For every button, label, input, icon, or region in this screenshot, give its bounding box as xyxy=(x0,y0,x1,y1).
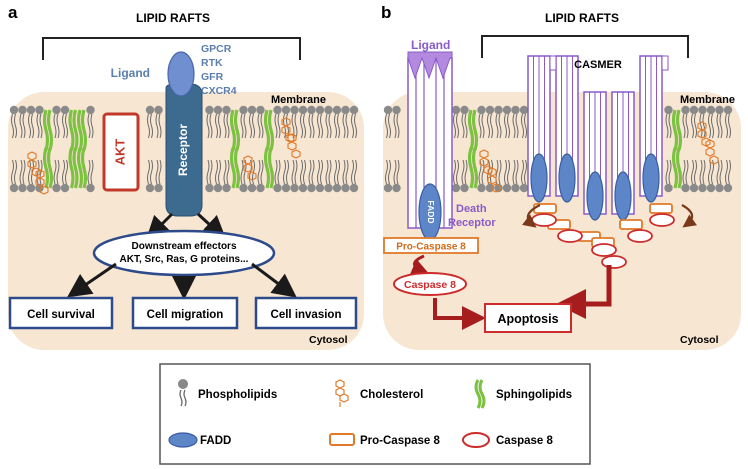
caspase-casmer xyxy=(557,229,583,243)
pro-caspase-casmer xyxy=(619,219,643,230)
panel-b-membrane xyxy=(383,105,733,193)
panel-b-cytosol-label: Cytosol xyxy=(680,334,719,346)
akt-label: AKT xyxy=(112,139,127,166)
panel-a-membrane-label: Membrane xyxy=(271,94,326,106)
arrow-to-invasion xyxy=(251,262,297,298)
caspase-casmer xyxy=(531,213,557,227)
fadd-icon xyxy=(168,432,198,448)
legend-sphingolipids: Sphingolipids xyxy=(496,389,572,401)
casmer xyxy=(527,55,675,269)
ligand-b-label: Ligand xyxy=(411,38,450,52)
legend-cholesterol: Cholesterol xyxy=(360,389,423,401)
caspase-8-ellipse xyxy=(393,272,467,296)
arrow-to-survival xyxy=(67,262,117,298)
caspase-8-label: Caspase 8 xyxy=(404,279,456,291)
cell-invasion-box xyxy=(254,296,358,330)
panel-b-membrane-label: Membrane xyxy=(680,94,735,106)
panel-a-rafts-label: LIPID RAFTS xyxy=(136,11,210,25)
panel-a-rafts-bracket xyxy=(42,37,301,60)
cell-survival-label: Cell survival xyxy=(27,309,95,321)
cell-migration-label: Cell migration xyxy=(147,309,224,321)
legend-box xyxy=(159,363,591,465)
panel-a-membrane xyxy=(9,105,359,195)
panel-b-rafts-label: LIPID RAFTS xyxy=(545,11,619,25)
legend-pro-caspase: Pro-Caspase 8 xyxy=(360,435,441,447)
receptor-type-gfr: GFR xyxy=(201,71,224,83)
panel-b-rafts-bracket xyxy=(481,35,689,58)
caspase-casmer xyxy=(649,213,675,227)
downstream-effectors xyxy=(92,229,276,277)
caspase-casmer xyxy=(601,255,627,269)
fadd-casmer xyxy=(558,153,576,203)
legend: Phospholipids Cholesterol Sphingolipids … xyxy=(159,363,591,465)
casmer-column xyxy=(583,91,607,221)
cell-survival-box xyxy=(8,296,114,330)
caspase-casmer xyxy=(591,243,617,257)
panel-b-letter: b xyxy=(381,3,391,22)
fadd-casmer xyxy=(614,171,632,221)
casmer-column xyxy=(527,55,551,203)
casmer-arrow-right xyxy=(681,204,697,228)
receptor-label: Receptor xyxy=(176,124,190,176)
fadd-label: FADD xyxy=(426,200,436,223)
cell-migration-box xyxy=(131,296,239,330)
death-receptor: FADD xyxy=(407,51,453,241)
casmer-arrow-left xyxy=(522,204,541,228)
fadd-casmer xyxy=(530,153,548,203)
legend-caspase: Caspase 8 xyxy=(496,435,554,447)
apoptosis-box xyxy=(484,303,572,333)
ligand-a xyxy=(167,51,195,97)
pro-caspase-8-label: Pro-Caspase 8 xyxy=(396,242,466,253)
effectors-line2: AKT, Src, Ras, G proteins... xyxy=(120,254,249,265)
pro-caspase-8-box xyxy=(383,237,479,254)
arrow-caspase-to-apoptosis xyxy=(433,298,486,330)
casmer-column xyxy=(555,55,579,203)
casmer-label: CASMER xyxy=(574,59,622,71)
caspase-casmer xyxy=(627,229,653,243)
ligand-a-label: Ligand xyxy=(111,66,150,80)
death-receptor-line1: Death xyxy=(456,203,487,215)
fadd-casmer xyxy=(586,171,604,221)
panel-a-cytosol-label: Cytosol xyxy=(309,334,348,346)
receptor-type-cxcr4: CXCR4 xyxy=(201,85,237,97)
arrow-casmer-to-apoptosis xyxy=(556,265,612,319)
receptor-type-rtk: RTK xyxy=(201,57,223,69)
panel-b: b LIPID RAFTS Membrane FADD Ligand Death… xyxy=(381,3,741,350)
legend-phospholipids: Phospholipids xyxy=(198,389,277,401)
pro-caspase-icon xyxy=(329,433,355,446)
receptor-type-gpcr: GPCR xyxy=(201,43,232,55)
panel-a: a LIPID RAFTS Membrane AKT Receptor Liga… xyxy=(8,3,364,350)
casmer-column xyxy=(611,91,635,221)
cholesterol-icon xyxy=(335,379,349,407)
pro-caspase-arrow xyxy=(409,254,430,276)
legend-fadd: FADD xyxy=(200,435,231,447)
ligand-b xyxy=(407,51,453,80)
pro-caspase-casmer xyxy=(649,203,673,214)
sphingolipid-icon xyxy=(474,379,486,409)
panel-a-letter: a xyxy=(8,3,18,22)
apoptosis-label: Apoptosis xyxy=(497,312,558,326)
phospholipid-icon xyxy=(178,379,188,407)
caspase-icon xyxy=(462,432,490,448)
casmer-column xyxy=(639,55,663,203)
akt-box xyxy=(102,112,140,192)
fadd-casmer xyxy=(642,153,660,203)
effectors-line1: Downstream effectors xyxy=(131,241,236,252)
death-receptor-line2: Receptor xyxy=(448,217,496,229)
cell-invasion-label: Cell invasion xyxy=(271,309,342,321)
